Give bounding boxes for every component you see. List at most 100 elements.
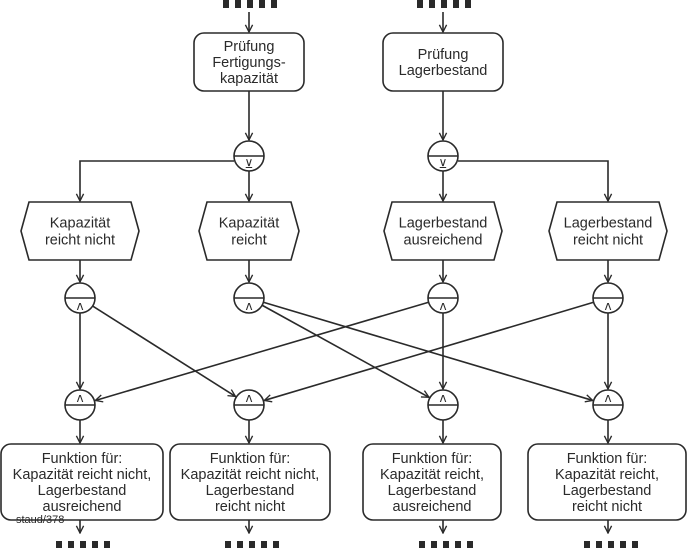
function-bottom-1-label: Funktion für:Kapazität reicht nicht,Lage… [13, 451, 152, 515]
and-split-to-join [264, 301, 594, 400]
and-split-to-join [92, 305, 236, 396]
continuation-marker [223, 0, 277, 8]
continuation-dash [441, 0, 447, 8]
continuation-dash [455, 541, 461, 548]
text-line: Prüfung [418, 47, 469, 63]
text-line: Funktion für: [42, 451, 123, 467]
text-line: Kapazität [50, 216, 110, 232]
function-bottom-4-box [527, 443, 687, 521]
and-join-4-symbol: ʌ [604, 391, 611, 405]
continuation-dash [249, 541, 255, 548]
text-line: Lagerbestand [206, 483, 295, 499]
text-line: Kapazität [219, 216, 279, 232]
xor-to-event [80, 160, 234, 201]
event-3-shape [383, 201, 503, 261]
source-label: staud/378 [16, 514, 64, 526]
and-split-4-symbol: ʌ [604, 299, 611, 313]
text-line: Prüfung [224, 39, 275, 55]
and-split-to-join [261, 304, 429, 397]
continuation-dash [56, 541, 62, 548]
xor-split-1-symbol: ⊻ [245, 157, 254, 171]
text-line: Kapazität reicht, [555, 467, 659, 483]
and-join-2-symbol: ʌ [245, 391, 252, 405]
text-line: Lagerbestand [38, 483, 127, 499]
continuation-dash [431, 541, 437, 548]
continuation-dash [453, 0, 459, 8]
and-split-3-symbol: ʌ [439, 299, 446, 313]
continuation-dash [632, 541, 638, 548]
continuation-dash [620, 541, 626, 548]
text-line: ausreichend [43, 499, 122, 515]
continuation-dash [104, 541, 110, 548]
continuation-dash [92, 541, 98, 548]
text-line: kapazität [220, 71, 278, 87]
continuation-dash [608, 541, 614, 548]
text-line: Lagerbestand [564, 216, 653, 232]
function-bottom-2-box [169, 443, 331, 521]
continuation-dash [223, 0, 229, 8]
continuation-dash [68, 541, 74, 548]
event-4-shape [548, 201, 668, 261]
text-line: Lagerbestand [399, 216, 488, 232]
function-top-2-box [382, 32, 504, 92]
event-1-shape [20, 201, 140, 261]
text-line: Lagerbestand [399, 63, 488, 79]
continuation-dash [584, 541, 590, 548]
continuation-dash [465, 0, 471, 8]
function-bottom-3-box [362, 443, 502, 521]
text-line: Kapazität reicht, [380, 467, 484, 483]
and-split-1-symbol: ʌ [76, 299, 83, 313]
text-line: Funktion für: [392, 451, 473, 467]
continuation-dash [237, 541, 243, 548]
continuation-dash [273, 541, 279, 548]
text-line: reicht [231, 233, 266, 249]
continuation-dash [261, 541, 267, 548]
continuation-dash [443, 541, 449, 548]
text-line: Lagerbestand [388, 483, 477, 499]
continuation-dash [429, 0, 435, 8]
continuation-dash [467, 541, 473, 548]
function-bottom-1-box [0, 443, 164, 521]
continuation-dash [419, 541, 425, 548]
text-line: Kapazität reicht nicht, [13, 467, 152, 483]
function-bottom-3-label: Funktion für:Kapazität reicht,Lagerbesta… [380, 451, 484, 515]
text-line: Funktion für: [210, 451, 291, 467]
continuation-dash [247, 0, 253, 8]
text-line: Lagerbestand [563, 483, 652, 499]
text-line: reicht nicht [573, 233, 643, 249]
text-line: Fertigungs- [212, 55, 286, 71]
xor-to-event [458, 160, 608, 201]
function-top-1-box [193, 32, 305, 92]
edges [80, 12, 608, 533]
text-line: Funktion für: [567, 451, 648, 467]
continuation-marker [584, 541, 638, 548]
and-join-3-symbol: ʌ [439, 391, 446, 405]
continuation-dash [235, 0, 241, 8]
continuation-dash [271, 0, 277, 8]
text-line: ausreichend [404, 233, 483, 249]
text-line: reicht nicht [215, 499, 285, 515]
continuation-dash [259, 0, 265, 8]
text-line: ausreichend [393, 499, 472, 515]
text-line: reicht nicht [572, 499, 642, 515]
and-split-to-join [95, 301, 429, 400]
function-bottom-2-label: Funktion für:Kapazität reicht nicht,Lage… [181, 451, 320, 515]
continuation-dash [417, 0, 423, 8]
continuation-marker [419, 541, 473, 548]
and-join-1-symbol: ʌ [76, 391, 83, 405]
event-2-shape [198, 201, 300, 261]
continuation-dash [225, 541, 231, 548]
continuation-marker [225, 541, 279, 548]
text-line: Kapazität reicht nicht, [181, 467, 320, 483]
xor-split-2-symbol: ⊻ [439, 157, 448, 171]
continuation-marker [417, 0, 471, 8]
and-split-2-symbol: ʌ [245, 299, 252, 313]
